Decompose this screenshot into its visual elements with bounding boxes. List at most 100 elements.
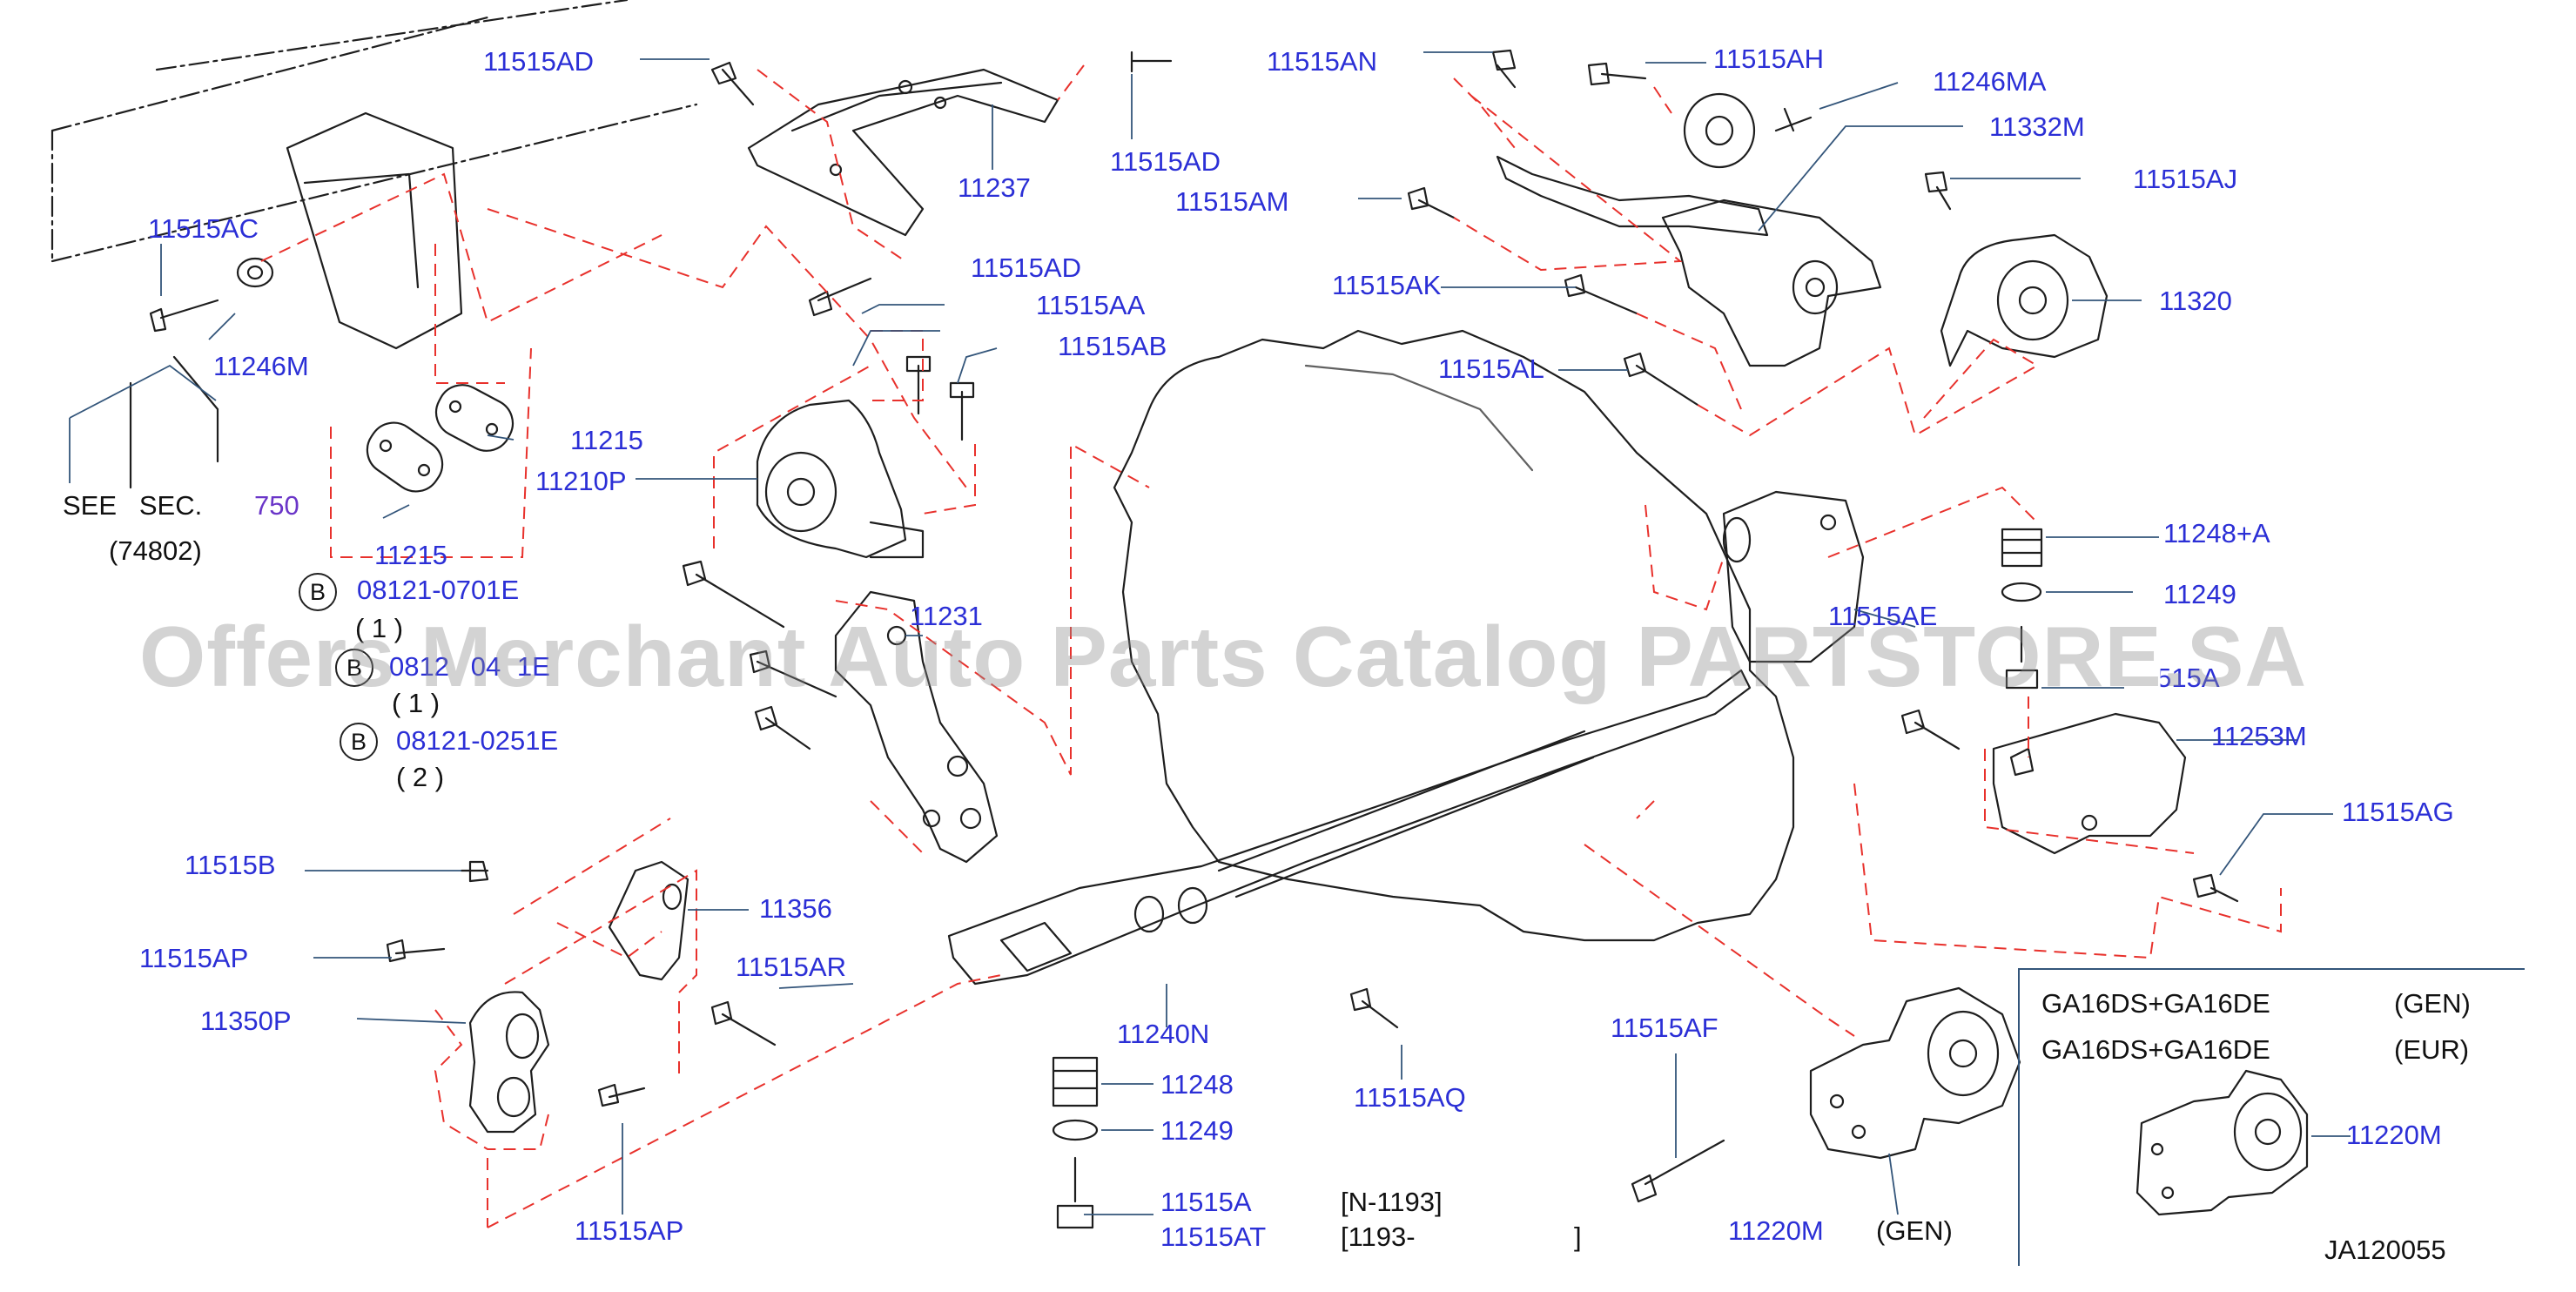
see-section-number[interactable]: 750 — [254, 490, 299, 521]
bolt-qty-3: ( 2 ) — [396, 762, 445, 792]
bolt-11515AC — [149, 299, 219, 333]
washer-11249-right — [2001, 582, 2042, 602]
insulator-11248 — [1052, 1056, 1099, 1107]
part-label-11515AD-right: 11515AD — [1110, 146, 1221, 177]
part-label-11356: 11356 — [759, 893, 832, 924]
bolt-11515AG — [2192, 873, 2239, 903]
mount-11210P — [756, 399, 925, 559]
mount-11350P — [468, 991, 550, 1134]
part-label-11515AF: 11515AF — [1611, 1013, 1718, 1043]
bolt-0812-04-1E — [749, 649, 837, 698]
part-label-11249-right: 11249 — [2163, 579, 2236, 609]
bracket-11237 — [747, 68, 1059, 237]
part-label-11515AD-top: 11515AD — [483, 46, 594, 77]
bushing-11246MA — [1683, 92, 1813, 169]
spacer-11215-upper — [434, 384, 515, 452]
bolt-badge-3: B — [340, 723, 378, 761]
engine-outline — [1113, 329, 1795, 942]
insulator-11248A — [2001, 528, 2043, 568]
bolt-11515AR — [710, 1000, 777, 1046]
part-label-11515AG: 11515AG — [2342, 797, 2454, 827]
part-label-11515AT: 11515AT — [1160, 1221, 1267, 1252]
part-label-11515AQ: 11515AQ — [1354, 1082, 1466, 1113]
bolt-code-3: 08121-0251E — [396, 725, 559, 756]
crossmember-11240N — [947, 669, 1752, 986]
mount-11220M — [1809, 986, 2021, 1160]
part-label-11248A: 11248+A — [2163, 518, 2270, 548]
bolt-11515AE-right — [1900, 709, 1961, 750]
bolt-code-2: 0812 04 1E — [389, 651, 550, 682]
bolt-11515AD-middle — [808, 277, 872, 317]
part-label-11240N: 11240N — [1117, 1019, 1210, 1049]
bracket-11231 — [834, 590, 999, 864]
bolt-11515AB — [949, 381, 975, 441]
part-label-11246MA: 11246MA — [1933, 66, 2047, 97]
bolt-qty-1: ( 1 ) — [355, 613, 404, 643]
inset-market-2: (EUR) — [2394, 1034, 2470, 1065]
figure-code: JA120055 — [2324, 1235, 2446, 1265]
bolt-11515A-lower — [1056, 1156, 1094, 1229]
part-label-11249-lower: 11249 — [1160, 1115, 1234, 1146]
part-label-11515AB: 11515AB — [1058, 331, 1167, 361]
body-section-outline — [50, 0, 698, 263]
part-label-11220M: 11220M — [1728, 1215, 1824, 1246]
bolt-11515AJ — [1924, 171, 1952, 211]
part-label-11320: 11320 — [2159, 286, 2232, 316]
bracket-11332M — [1496, 155, 1882, 367]
see-section-sub: (74802) — [109, 535, 202, 566]
part-label-11215-lower: 11215 — [374, 540, 447, 570]
see-section-text: SEE SEC. — [63, 490, 203, 521]
part-label-11246M: 11246M — [213, 351, 309, 381]
bolt-11515AM — [1407, 186, 1456, 219]
bolt-badge-1: B — [299, 573, 337, 611]
part-label-11215-upper: 11215 — [570, 425, 643, 455]
bolt-11515AQ — [1349, 987, 1399, 1029]
bolt-11515AF — [1631, 1139, 1725, 1203]
body-bracket — [286, 111, 463, 350]
watermark: Offers Merchant Auto Parts Catalog PARTS… — [139, 609, 2308, 704]
serial-range-n1193: [N-1193] — [1341, 1187, 1443, 1217]
part-label-11515AL: 11515AL — [1438, 353, 1544, 384]
bolt-11515AK — [1564, 273, 1638, 315]
mount-11253M — [1992, 712, 2187, 855]
bolt-11515A-right — [2005, 625, 2039, 690]
bolt-11515AL — [1623, 352, 1699, 407]
serial-range-close: ] — [1574, 1221, 1582, 1252]
part-label-11515AA: 11515AA — [1036, 290, 1146, 320]
bolt-qty-2: ( 1 ) — [392, 688, 441, 718]
serial-range-1193: [1193- — [1341, 1221, 1416, 1252]
washer-11249-lower — [1052, 1119, 1099, 1141]
bolt-11515AH — [1587, 62, 1647, 86]
spacer-11215-lower — [366, 421, 444, 493]
part-label-11515AK: 11515AK — [1332, 270, 1442, 300]
part-label-11515B: 11515B — [185, 850, 276, 880]
bolt-08121-0701E — [682, 560, 785, 629]
bolt-11515AP-upper — [386, 939, 446, 963]
bolt-11515AP-lower — [597, 1083, 646, 1107]
part-label-11210P: 11210P — [535, 466, 627, 496]
bolt-code-1: 08121-0701E — [357, 575, 520, 605]
bolt-08121-0251E — [754, 705, 811, 750]
part-label-11515AD-middle: 11515AD — [971, 252, 1081, 283]
part-label-11237: 11237 — [958, 172, 1031, 203]
bolt-11515AD-left — [710, 61, 755, 106]
bushing-11246M — [236, 257, 274, 288]
inset-engine-1: GA16DS+GA16DE — [2041, 988, 2270, 1019]
part-label-11515AP-lower: 11515AP — [575, 1215, 684, 1246]
part-label-11515AJ: 11515AJ — [2133, 164, 2238, 194]
bolt-11515AD-right — [1130, 50, 1173, 73]
bolt-badge-2: B — [335, 649, 373, 687]
part-label-11515A-truncated: 11515A — [2129, 663, 2220, 693]
part-label-11350P: 11350P — [200, 1006, 292, 1036]
part-label-11515AM: 11515AM — [1175, 186, 1289, 217]
part-label-11515AP-upper: 11515AP — [139, 943, 249, 973]
inset-engine-2: GA16DS+GA16DE — [2041, 1034, 2270, 1065]
part-label-11515AE: 11515AE — [1828, 601, 1938, 631]
bolt-11515B — [460, 860, 489, 883]
part-label-11253M: 11253M — [2211, 721, 2307, 751]
bracket-11356 — [608, 860, 689, 981]
part-label-11515A: 11515A — [1160, 1187, 1252, 1217]
bolt-11515AA — [905, 355, 932, 415]
